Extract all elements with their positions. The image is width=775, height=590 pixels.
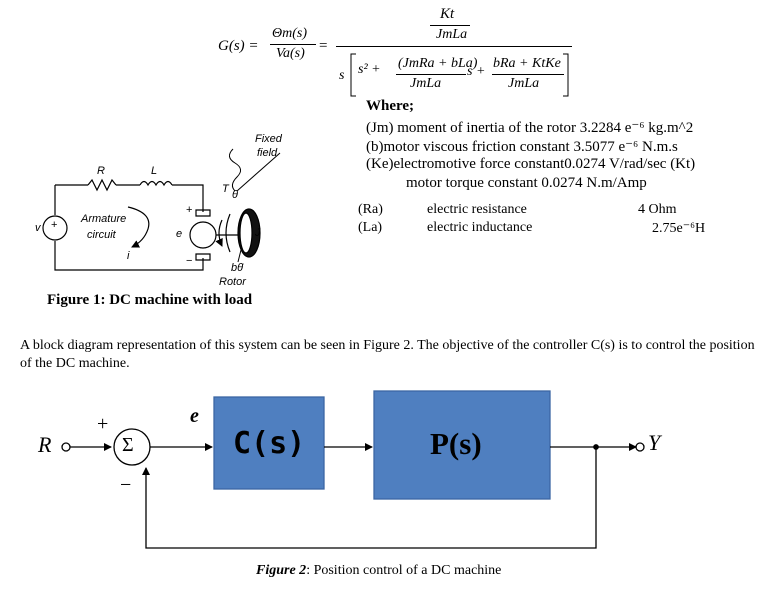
- param-kt: motor torque constant 0.0274 N.m/Amp: [406, 175, 647, 191]
- input-terminal: [61, 442, 71, 452]
- eq-right-num: bRa + KtKe: [493, 56, 561, 71]
- voltage-source: [42, 215, 68, 241]
- param-ra-val: 4 Ohm: [638, 202, 677, 217]
- torque-label: T: [222, 183, 229, 195]
- eq-lhs-g: G(s) =: [218, 38, 259, 54]
- resistor-label: R: [97, 165, 105, 177]
- source-plus: +: [51, 219, 58, 231]
- theta-label: θ: [232, 189, 238, 201]
- plant-block: [373, 390, 551, 500]
- error-label: e: [190, 405, 199, 427]
- controller-block: [213, 396, 325, 490]
- param-b: (b)motor viscous friction constant 3.507…: [366, 139, 678, 155]
- dc-circuit: [42, 148, 281, 271]
- emf-label: e: [176, 228, 183, 240]
- eq-right-bar: [492, 74, 564, 75]
- eq-mid-s: s +: [467, 64, 486, 79]
- figure1-caption: Figure 1: DC machine with load: [47, 292, 253, 308]
- output-terminal: [635, 442, 645, 452]
- motor-symbol: [189, 221, 217, 249]
- controller-label: C(s): [233, 426, 306, 461]
- emf-plus: +: [186, 204, 193, 216]
- eq-lhs-num: Θm(s): [272, 26, 307, 41]
- eq-top-num: Kt: [440, 6, 455, 22]
- rotor-label: Rotor: [219, 276, 246, 288]
- figure2-caption: Figure 2: Position control of a DC machi…: [256, 563, 501, 579]
- eq-brackets: [350, 53, 569, 97]
- sigma-symbol: Σ: [122, 434, 134, 456]
- voltage-label: v: [35, 222, 41, 234]
- eq-s-prefix: s: [339, 68, 345, 83]
- fixed-field-label: Fixed: [255, 133, 282, 145]
- eq-top-den: JmLa: [436, 27, 468, 42]
- block-diagram: [61, 390, 645, 549]
- eq-mid-num: (JmRa + bLa): [398, 56, 478, 71]
- eq-right-den: JmLa: [508, 76, 540, 91]
- eq-equals: =: [319, 38, 328, 54]
- eq-mid-den: JmLa: [410, 76, 442, 91]
- current-label: i: [127, 250, 130, 262]
- eq-mid-bar: [396, 74, 466, 75]
- resistor-symbol: [87, 178, 117, 192]
- param-ra-desc: electric resistance: [427, 202, 527, 217]
- circuit-label: circuit: [87, 229, 116, 241]
- eq-top-inner-bar: [430, 25, 470, 26]
- eq-lhs-den: Va(s): [276, 46, 305, 61]
- param-ra-sym: (Ra): [358, 202, 383, 217]
- emf-minus: −: [186, 255, 193, 267]
- output-y-label: Y: [648, 430, 661, 455]
- inductor-symbol: [139, 180, 173, 187]
- sum-minus: −: [120, 474, 132, 496]
- param-jm: (Jm) moment of inertia of the rotor 3.22…: [366, 120, 694, 136]
- sum-plus: +: [97, 413, 109, 435]
- eq-main-bar: [336, 46, 572, 47]
- eq-s2-term: s² +: [358, 62, 381, 77]
- fixed-field-label-2: field: [257, 147, 278, 159]
- input-r-label: R: [38, 432, 52, 457]
- param-la-val: 2.75e⁻⁶H: [652, 221, 706, 236]
- param-ke: (Ke)electromotive force constant0.0274 V…: [366, 156, 696, 172]
- inductor-label: L: [151, 165, 158, 177]
- eq-lhs-bar: [270, 44, 316, 45]
- param-la-sym: (La): [358, 220, 383, 235]
- figure2-caption-text: : Position control of a DC machine: [306, 563, 502, 578]
- where-label: Where;: [366, 98, 415, 114]
- figure2-caption-label: Figure 2: [256, 563, 307, 578]
- damping-label: bθ̇: [231, 262, 244, 274]
- plant-label: P(s): [430, 426, 482, 461]
- body-paragraph: A block diagram representation of this s…: [20, 338, 755, 371]
- armature-label: Armature: [81, 213, 127, 225]
- param-la-desc: electric inductance: [427, 220, 533, 235]
- inertia-label: J: [255, 227, 261, 239]
